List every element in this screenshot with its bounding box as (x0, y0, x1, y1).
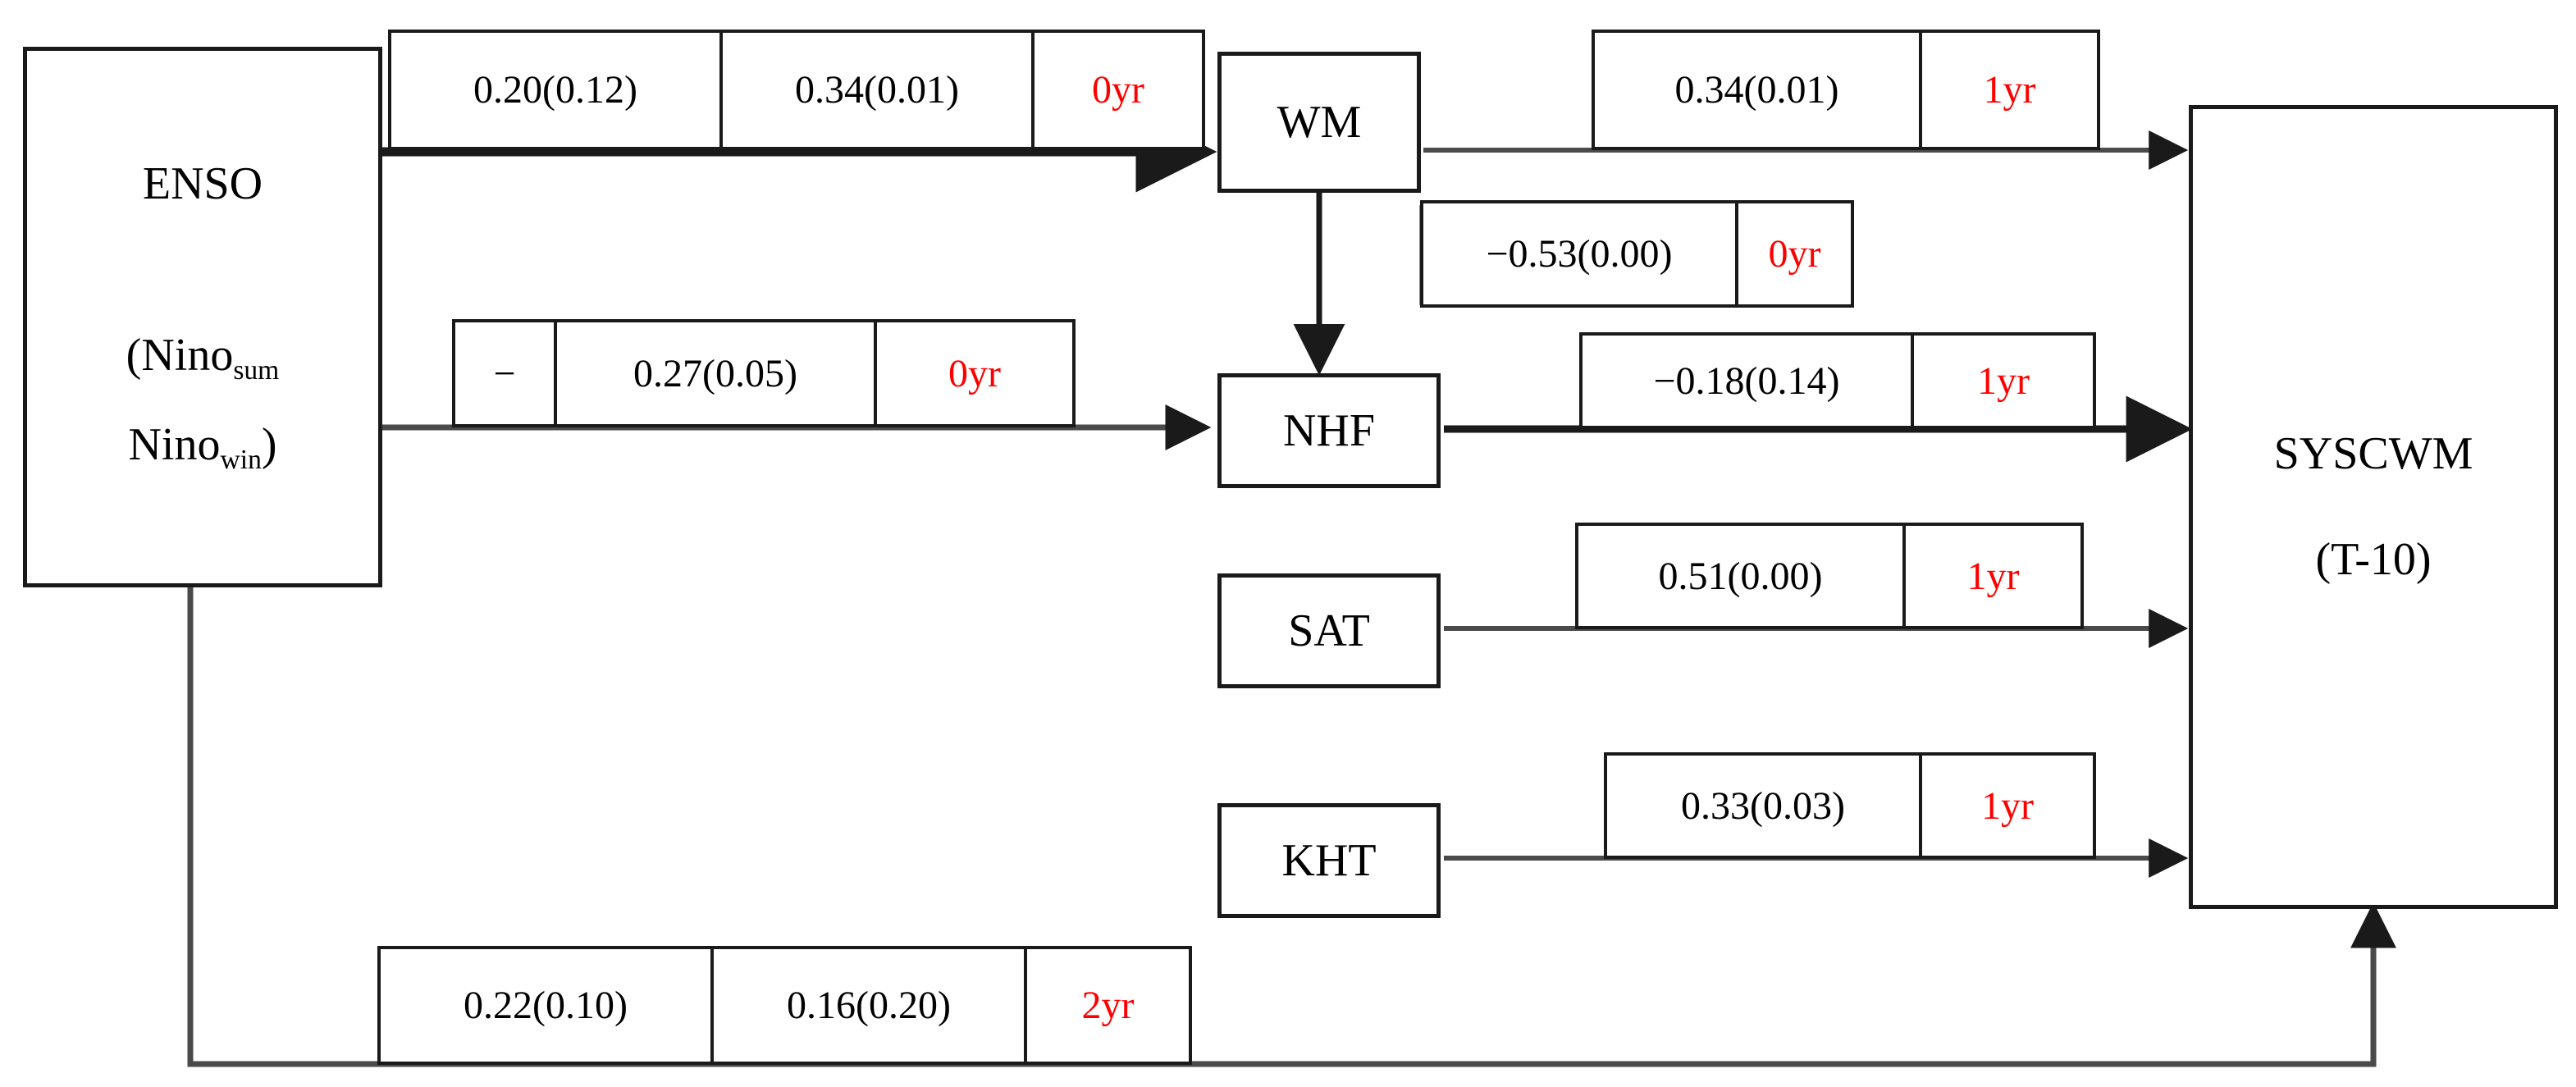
node-sat-label: SAT (1288, 605, 1370, 656)
edge-label-enso-syscwm-coefficient-2: 0.16(0.20) (710, 949, 1024, 1062)
node-syscwm-label: SYSCWM (2273, 428, 2473, 480)
edge-label-enso-nhf-sign: − (493, 351, 516, 395)
enso-nino-win-text: Nino (128, 418, 221, 470)
node-kht-label: KHT (1281, 834, 1377, 886)
edge-label-sat-syscwm[interactable]: 0.51(0.00) 1yr (1575, 523, 2084, 629)
edge-label-kht-syscwm[interactable]: 0.33(0.03) 1yr (1604, 752, 2096, 859)
edge-label-wm-nhf-lag: 0yr (1735, 203, 1851, 304)
enso-nino-sum-text: (Nino (126, 329, 234, 381)
node-kht[interactable]: KHT (1217, 803, 1441, 918)
edge-label-enso-wm-coefficient-2: 0.34(0.01) (719, 33, 1031, 147)
edge-label-enso-syscwm[interactable]: 0.22(0.10) 0.16(0.20) 2yr (377, 946, 1192, 1065)
edge-label-enso-nhf-lag: 0yr (874, 322, 1072, 424)
edge-label-nhf-syscwm-coefficient: −0.18(0.14) (1653, 359, 1840, 403)
edge-label-wm-syscwm-lag: 1yr (1919, 33, 2097, 147)
edge-label-enso-wm-lag: 0yr (1031, 33, 1202, 147)
edge-label-wm-nhf[interactable]: −0.53(0.00) 0yr (1420, 200, 1854, 308)
node-syscwm[interactable]: SYSCWM (T-10) (2189, 105, 2558, 909)
enso-nino-win: Ninowin) (128, 418, 277, 475)
enso-nino-win-paren: ) (261, 418, 277, 470)
edge-label-kht-syscwm-coefficient: 0.33(0.03) (1681, 783, 1845, 828)
edge-label-kht-syscwm-lag: 1yr (1919, 756, 2093, 856)
edge-label-wm-syscwm-coefficient: 0.34(0.01) (1674, 68, 1839, 112)
edge-label-enso-wm[interactable]: 0.20(0.12) 0.34(0.01) 0yr (388, 30, 1205, 150)
edge-label-enso-syscwm-lag: 2yr (1024, 949, 1189, 1062)
node-nhf-label: NHF (1282, 404, 1376, 456)
edge-label-enso-wm-coefficient-1: 0.20(0.12) (473, 68, 637, 112)
node-sat[interactable]: SAT (1217, 573, 1441, 688)
enso-nino-sum: (Ninosum (126, 331, 280, 385)
edge-label-sat-syscwm-lag: 1yr (1902, 526, 2080, 626)
edge-label-enso-nhf[interactable]: − 0.27(0.05) 0yr (452, 319, 1076, 427)
enso-nino-sum-subscript: sum (233, 354, 280, 386)
node-nhf[interactable]: NHF (1217, 373, 1441, 488)
node-wm-label: WM (1277, 96, 1362, 148)
node-enso[interactable]: ENSO (Ninosum Ninowin) (23, 47, 382, 587)
edge-enso-syscwm (187, 587, 2396, 1067)
enso-title: ENSO (142, 158, 263, 210)
node-syscwm-sublabel: (T-10) (2315, 534, 2432, 585)
enso-nino-win-subscript: win (220, 444, 262, 475)
edge-label-nhf-syscwm-lag: 1yr (1911, 336, 2093, 426)
node-wm[interactable]: WM (1217, 52, 1421, 193)
edge-label-wm-nhf-coefficient: −0.53(0.00) (1486, 232, 1673, 276)
edge-label-sat-syscwm-coefficient: 0.51(0.00) (1658, 554, 1823, 598)
edge-label-nhf-syscwm[interactable]: −0.18(0.14) 1yr (1579, 332, 2096, 429)
edge-label-wm-syscwm[interactable]: 0.34(0.01) 1yr (1592, 30, 2100, 150)
edge-label-enso-nhf-coefficient: 0.27(0.05) (554, 322, 874, 424)
edge-label-enso-syscwm-coefficient-1: 0.22(0.10) (464, 984, 628, 1027)
